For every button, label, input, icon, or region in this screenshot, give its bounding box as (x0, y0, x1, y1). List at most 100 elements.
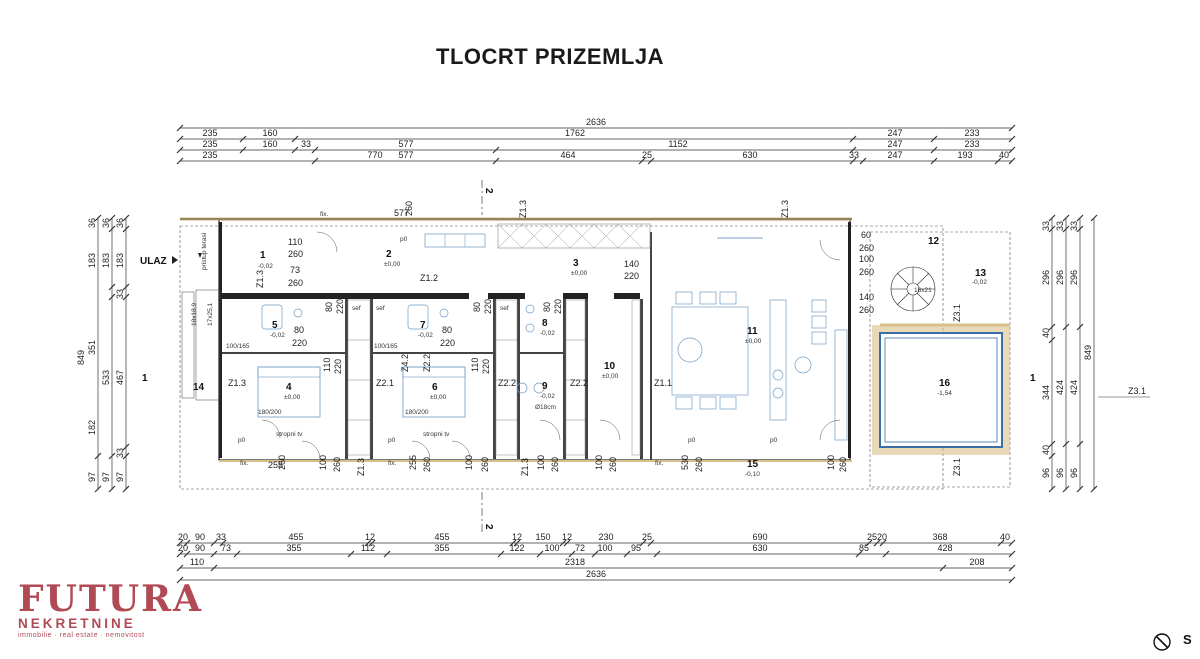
dim-right-14: 96 (1055, 468, 1065, 478)
dim-bot-r1-1: 20 (178, 532, 188, 542)
dim-top-r3-5: 247 (887, 139, 902, 149)
label-p0-c: p0 (388, 437, 396, 444)
open-dim-4: 260 (288, 278, 303, 288)
dim-bot-r1-3: 33 (216, 532, 226, 542)
label-z13-b: Z1.3 (518, 200, 528, 218)
label-diameter: Ø18cm (535, 404, 556, 411)
logo-tagline: immobilie · real estate · nemovitost (18, 632, 145, 639)
dim-top-r2-5: 233 (964, 128, 979, 138)
room-15-number: 15 (747, 459, 759, 470)
dim-bot-r1-7: 12 (512, 532, 522, 542)
dim-right-12: 40 (1041, 445, 1051, 455)
dim-bot-r1-14: 20 (877, 532, 887, 542)
dim-bot-r2-14: 428 (937, 543, 952, 553)
left-dimension-lines (94, 214, 130, 493)
bot-open-12: 260 (608, 457, 618, 472)
plan-title: TLOCRT PRIZEMLJA (436, 44, 664, 69)
label-fix-1: fix. (320, 211, 329, 218)
label-p0-a: p0 (400, 236, 408, 243)
open-dim-10: 220 (440, 338, 455, 348)
dim-bot-r2-8: 100 (544, 543, 559, 553)
room-3-level: ±0,00 (571, 270, 588, 277)
label-z22-c: Z2.2 (570, 378, 588, 388)
dim-bot-r1-16: 40 (1000, 532, 1010, 542)
dim-bot-r3-2: 2318 (565, 557, 585, 567)
label-fix-2: fix. (240, 460, 249, 467)
room-6-level: ±0,00 (430, 394, 447, 401)
open-dim-25: 110 (470, 358, 480, 372)
bot-open-1: 255 (268, 460, 283, 470)
dim-bot-r1-13: 25 (867, 532, 877, 542)
dim-left-13: 97 (87, 472, 97, 482)
section-mark-top: 2 (483, 188, 494, 194)
room-6-number: 6 (432, 382, 438, 393)
dim-left-12: 182 (87, 420, 97, 435)
room-3-number: 3 (573, 258, 579, 269)
room-1-number: 1 (260, 250, 266, 261)
label-p0-d: p0 (688, 437, 696, 444)
room-9-number: 9 (542, 381, 548, 392)
dim-bot-r1-10: 230 (598, 532, 613, 542)
dim-left-6: 183 (115, 253, 125, 268)
bot-open-15: 100 (826, 455, 836, 470)
open-dim-5: 140 (624, 259, 639, 269)
dim-top-r3-4: 577 (398, 139, 413, 149)
room-11-number: 11 (747, 326, 758, 337)
room-12-number: 12 (928, 236, 940, 247)
dim-top-r4-7: 630 (742, 150, 757, 160)
room-14-number: 14 (193, 382, 205, 393)
dim-right-13: 96 (1041, 468, 1051, 478)
label-z22-a: Z2.2 (422, 354, 432, 372)
bot-open-13: 530 (680, 455, 690, 470)
dim-bot-r3-3: 208 (969, 557, 984, 567)
room-15-level: -0,10 (745, 471, 760, 478)
dim-right-4: 296 (1041, 270, 1051, 285)
label-z21: Z2.1 (376, 378, 394, 388)
dim-left-16: 33 (115, 448, 125, 458)
label-z11: Z1.1 (654, 378, 672, 388)
dim-total-top: 2636 (586, 117, 606, 127)
room-labels: 1 -0,02 2 ±0,00 3 ±0,00 4 ±0,00 5 -0,02 … (193, 236, 987, 478)
room-11-level: ±0,00 (745, 338, 762, 345)
open-dim-16: 220 (553, 299, 563, 314)
dim-top-r4-6: 1152 (668, 139, 687, 149)
label-z31-a: Z3.1 (952, 304, 962, 322)
room-10-number: 10 (604, 361, 616, 372)
open-dim-1: 110 (288, 237, 302, 247)
dim-left-15: 97 (115, 472, 125, 482)
label-safe-1: sef (352, 305, 361, 312)
logo-sub-text: NEKRETNINE (18, 616, 136, 631)
dim-bot-r2-6: 355 (434, 543, 449, 553)
open-dim-8: 220 (292, 338, 307, 348)
open-dim-23: 110 (322, 358, 332, 372)
dim-bot-total: 2636 (586, 569, 606, 579)
bot-open-5: 255 (408, 455, 418, 470)
label-bed-2: 180/200 (405, 409, 429, 416)
bot-open-3: 100 (318, 455, 328, 470)
dim-bot-r1-2: 90 (195, 532, 205, 542)
dim-left-14: 97 (101, 472, 111, 482)
dim-left-5: 183 (101, 253, 111, 268)
dim-left-4: 183 (87, 253, 97, 268)
north-letter: S (1183, 632, 1192, 647)
dim-top-r4-4: 464 (560, 150, 575, 160)
bot-open-10: 260 (550, 457, 560, 472)
room-4-number: 4 (286, 382, 292, 393)
label-z13-d: Z1.3 (228, 378, 246, 388)
room-2-level: ±0,00 (384, 261, 401, 268)
dim-left-7: 33 (115, 289, 125, 299)
label-spiral-stair: 16x21 (914, 287, 932, 294)
open-dim-17: 140 (859, 292, 874, 302)
dim-top-r4-10: 193 (957, 150, 972, 160)
dim-right-15: 96 (1069, 468, 1079, 478)
label-z13-f: Z1.3 (520, 458, 530, 476)
dim-bot-r2-4: 355 (286, 543, 301, 553)
dim-top-r4-8: 33 (849, 150, 859, 160)
dim-bot-r2-7: 122 (509, 543, 524, 553)
open-dim-3: 73 (290, 265, 300, 275)
dim-top-r4-5: 25 (642, 150, 652, 160)
bot-open-6: 260 (422, 457, 432, 472)
dim-bot-r1-4: 455 (288, 532, 303, 542)
room-13-level: -0,02 (972, 279, 987, 286)
bot-open-8: 260 (480, 457, 490, 472)
